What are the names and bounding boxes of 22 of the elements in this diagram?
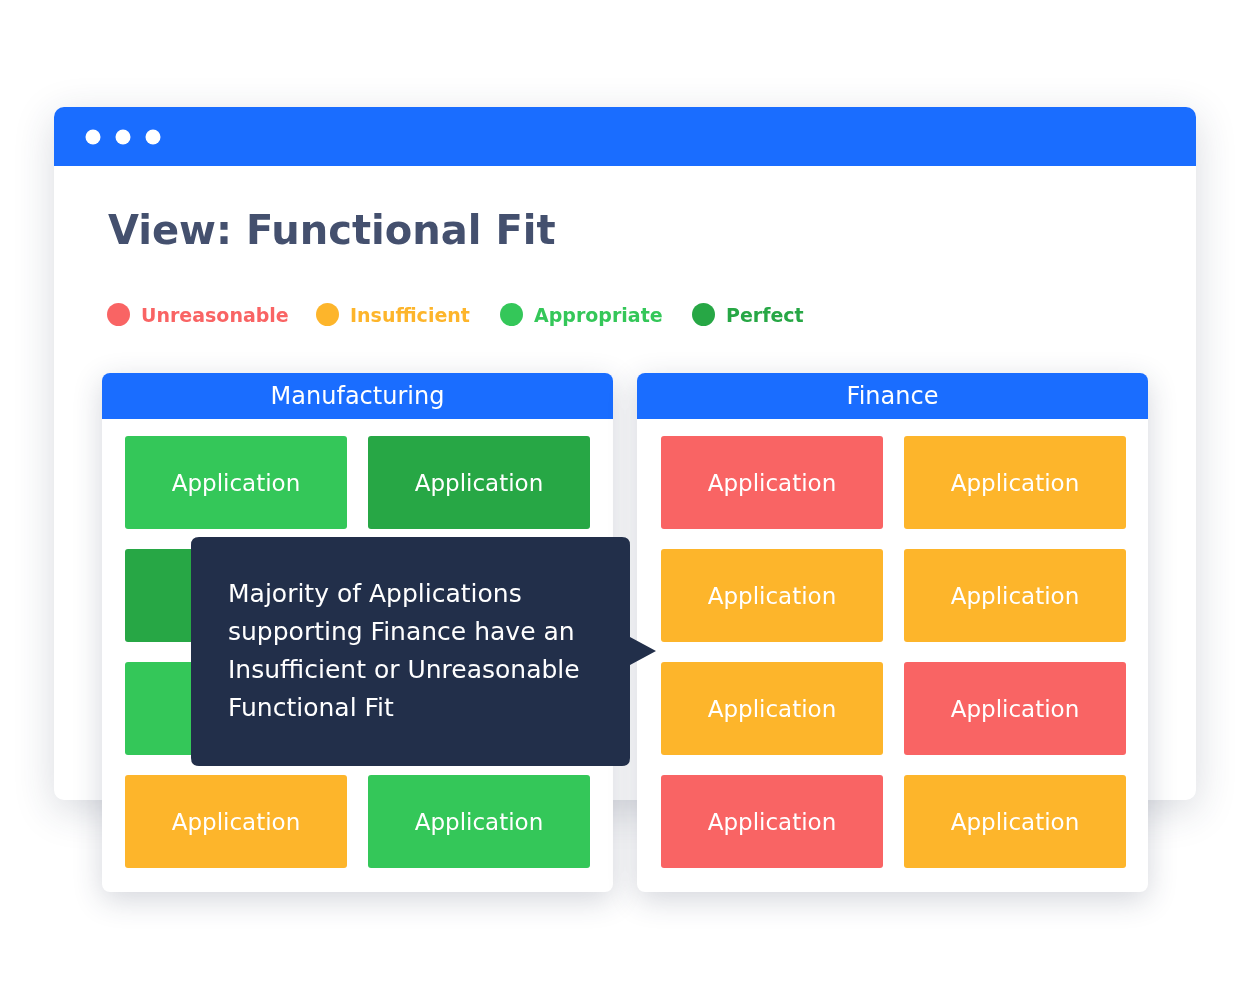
- application-tile: Application: [904, 549, 1126, 642]
- application-tile: Application: [125, 436, 347, 529]
- application-tile: Application: [661, 775, 883, 868]
- view-title: View: Functional Fit: [108, 207, 556, 253]
- application-tile: Application: [368, 775, 590, 868]
- panel-header: Manufacturing: [102, 373, 613, 419]
- application-tile: Application: [368, 436, 590, 529]
- tooltip-text: Majority of Applications supporting Finance have an Insufficient or Unreasonable Functional Fit: [228, 578, 581, 724]
- panel-header: Finance: [637, 373, 1148, 419]
- legend-label: Perfect: [726, 303, 804, 326]
- application-tile: Application: [661, 436, 883, 529]
- legend-label: Insufficient: [350, 303, 470, 326]
- application-tile: Application: [661, 549, 883, 642]
- application-tile: Application: [904, 436, 1126, 529]
- application-tile: Application: [661, 662, 883, 755]
- application-tile: Application: [904, 662, 1126, 755]
- info-tooltip: [191, 537, 656, 766]
- category-panel: [637, 373, 1148, 892]
- legend-label: Appropriate: [534, 303, 663, 326]
- legend-label: Unreasonable: [141, 303, 289, 326]
- application-tile: Application: [904, 775, 1126, 868]
- application-tile: Application: [125, 775, 347, 868]
